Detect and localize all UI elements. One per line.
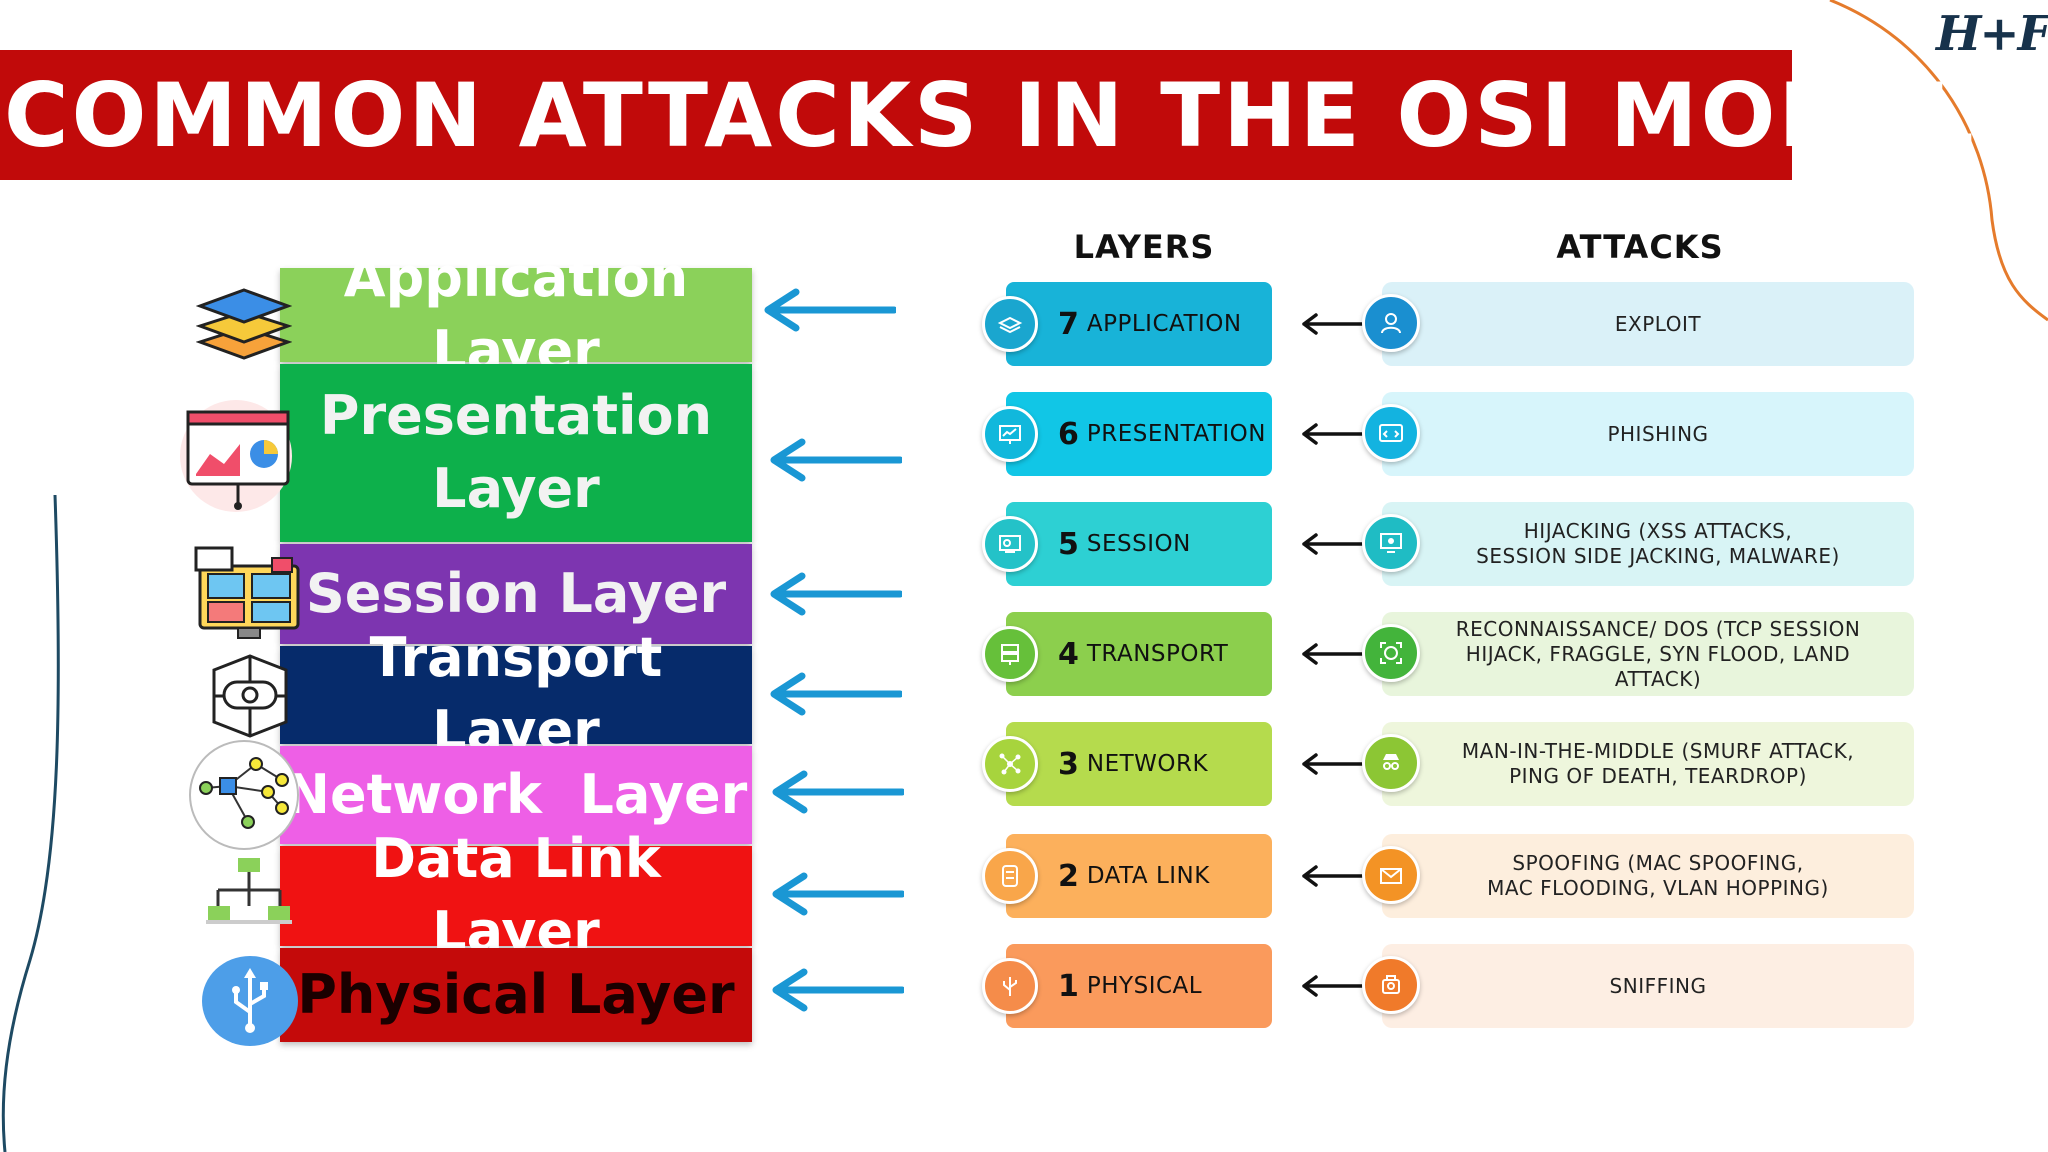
arrow-session [770, 572, 902, 616]
stack-data-link-layer: Data Link Layer [280, 827, 752, 963]
arrow-transport [770, 672, 902, 716]
video-conference-icon [194, 546, 300, 639]
black-arrow-left [1302, 643, 1368, 665]
stack-transport-layer: Transport Layer [280, 626, 752, 762]
stack-network-layer: Network Layer [280, 746, 752, 844]
black-arrow-left [1302, 975, 1368, 997]
layer-name: TRANSPORT [1086, 641, 1229, 667]
data-link-icon [982, 848, 1038, 904]
layer-number: 2 [1058, 858, 1079, 894]
sniffer-icon [1362, 956, 1420, 1014]
black-arrow-left [1302, 865, 1368, 887]
arrow-physical [772, 968, 904, 1012]
black-arrow-left [1302, 753, 1368, 775]
layer-number: 7 [1058, 306, 1079, 342]
layer-number: 5 [1058, 526, 1079, 562]
usb-icon [202, 956, 298, 1046]
page-title: COMMON ATTACKS IN THE OSI MODEL [4, 63, 1977, 167]
stack-session-layer: Session Layer [280, 544, 752, 644]
brand-logo: H+F [1936, 6, 2048, 62]
layer-pill-data-link: 2 DATA LINK [1006, 834, 1272, 918]
envelope-icon [1362, 846, 1420, 904]
layers-icon [982, 296, 1038, 352]
session-monitor-icon [982, 516, 1038, 572]
layer-number: 6 [1058, 416, 1079, 452]
layer-name: PHYSICAL [1086, 973, 1203, 999]
network-nodes-icon [982, 736, 1038, 792]
layer-pill-application: 7 APPLICATION [1006, 282, 1272, 366]
black-arrow-left [1302, 313, 1368, 335]
layer-name: SESSION [1086, 531, 1191, 557]
layer-name: PRESENTATION [1086, 421, 1266, 447]
layer-pill-session: 5 SESSION [1006, 502, 1272, 586]
target-scan-icon [1362, 624, 1420, 682]
black-arrow-left [1302, 423, 1368, 445]
attack-box: SNIFFING [1382, 944, 1914, 1028]
layer-pill-network: 3 NETWORK [1006, 722, 1272, 806]
arrow-network [772, 770, 904, 814]
stack-physical-layer: Physical Layer [280, 948, 752, 1042]
monitor-bug-icon [1362, 514, 1420, 572]
attack-box: RECONNAISSANCE/ DOS (TCP SESSION HIJACK,… [1382, 612, 1914, 696]
hierarchy-icon [206, 858, 292, 924]
network-graph-icon [189, 740, 299, 850]
layer-name: NETWORK [1086, 751, 1209, 777]
stack-presentation-line-1: Presentation [319, 384, 713, 448]
stack-presentation-layer: Presentation Layer [280, 364, 752, 542]
layer-name: DATA LINK [1086, 863, 1210, 889]
navy-curve [1, 494, 60, 1152]
layer-pill-transport: 4 TRANSPORT [1006, 612, 1272, 696]
code-window-icon [1362, 404, 1420, 462]
attack-box: PHISHING [1382, 392, 1914, 476]
layer-pill-presentation: 6 PRESENTATION [1006, 392, 1272, 476]
presentation-board-icon [180, 400, 292, 512]
layers-header: LAYERS [1073, 228, 1215, 266]
spy-icon [1362, 734, 1420, 792]
black-arrow-left [1302, 533, 1368, 555]
arrow-application [764, 288, 896, 332]
title-banner: COMMON ATTACKS IN THE OSI MODEL [0, 50, 1974, 180]
attack-box: HIJACKING (XSS ATTACKS, SESSION SIDE JAC… [1382, 502, 1914, 586]
transport-network-icon [212, 654, 288, 738]
attack-box: SPOOFING (MAC SPOOFING, MAC FLOODING, VL… [1382, 834, 1914, 918]
usb-icon [982, 958, 1038, 1014]
layers-icon [196, 288, 292, 360]
attack-box: MAN-IN-THE-MIDDLE (SMURF ATTACK, PING OF… [1382, 722, 1914, 806]
attacks-header: ATTACKS [1556, 228, 1724, 266]
hacker-icon [1362, 294, 1420, 352]
arrow-data-link [772, 872, 904, 916]
stack-application-layer: Application Layer [280, 246, 752, 382]
orange-curve [1829, 0, 2048, 322]
layer-number: 4 [1058, 636, 1079, 672]
layer-name: APPLICATION [1086, 311, 1242, 337]
arrow-presentation [770, 438, 902, 482]
layer-number: 3 [1058, 746, 1079, 782]
layer-pill-physical: 1 PHYSICAL [1006, 944, 1272, 1028]
stack-presentation-line-2: Layer [432, 457, 600, 520]
attack-box: EXPLOIT [1382, 282, 1914, 366]
server-icon [982, 626, 1038, 682]
chart-board-icon [982, 406, 1038, 462]
layer-number: 1 [1058, 968, 1079, 1004]
